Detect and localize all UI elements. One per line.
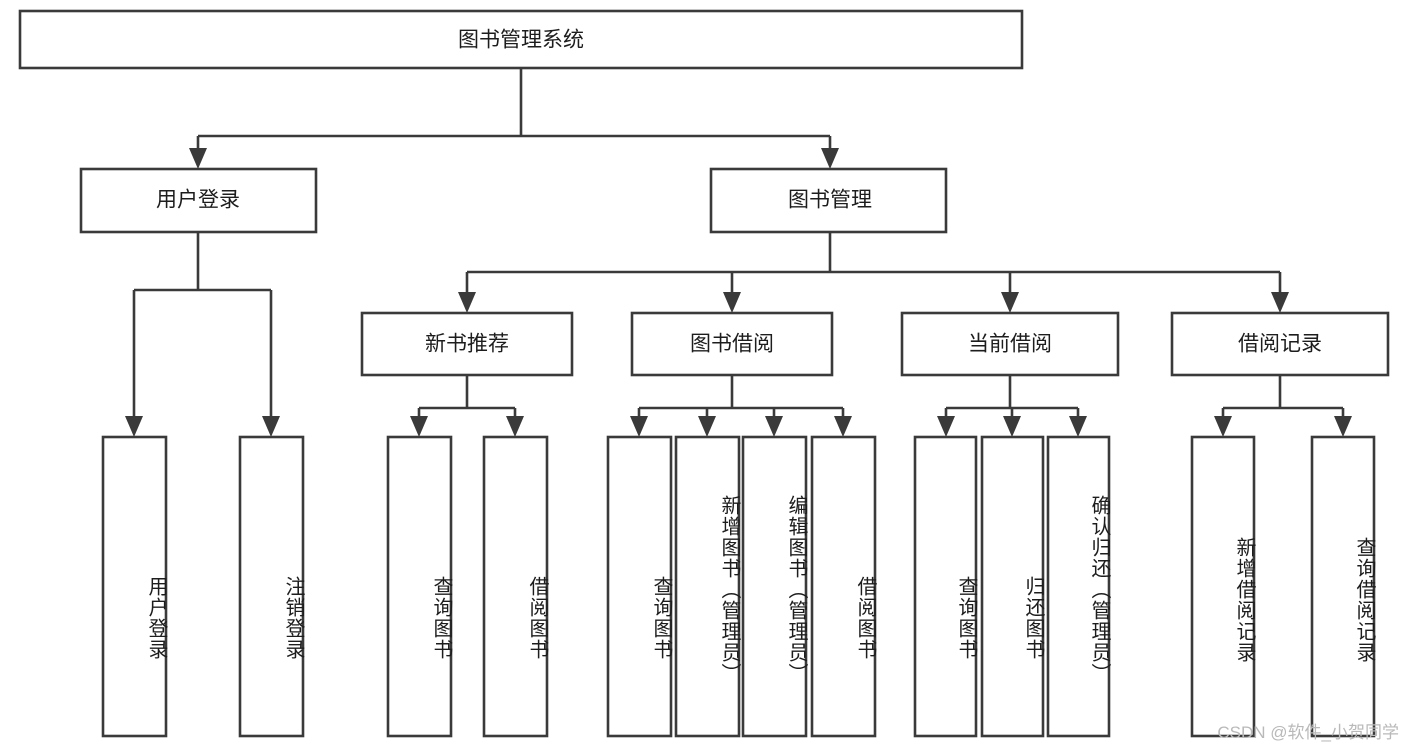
node-root[interactable] bbox=[18, 9, 1024, 70]
node-current-borrow-label: 当前借阅 bbox=[968, 333, 1052, 356]
leaf-book-borrow-2[interactable] bbox=[741, 435, 808, 738]
node-current-borrow[interactable] bbox=[900, 311, 1120, 377]
node-new-book-recommend-label: 新书推荐 bbox=[425, 333, 509, 356]
node-borrow-record-label: 借阅记录 bbox=[1238, 333, 1322, 356]
node-book-borrow[interactable] bbox=[630, 311, 834, 377]
leaf-new-book-0[interactable] bbox=[386, 435, 453, 738]
leaf-borrow-record-0[interactable] bbox=[1190, 435, 1256, 738]
node-book-management-label: 图书管理 bbox=[788, 189, 872, 212]
connector-bookmgmt-to-level3 bbox=[458, 232, 1289, 313]
csdn-watermark: CSDN @软件_小贺同学 bbox=[1217, 723, 1399, 742]
connector-currentborrow-to-leaves bbox=[937, 375, 1087, 437]
node-root-label: 图书管理系统 bbox=[458, 29, 584, 52]
leaf-new-book-1[interactable] bbox=[482, 435, 549, 738]
leaf-user-login-1[interactable] bbox=[238, 435, 305, 738]
connector-borrowrecord-to-leaves bbox=[1214, 375, 1352, 437]
leaf-current-borrow-1[interactable] bbox=[980, 435, 1045, 738]
node-user-login[interactable] bbox=[79, 167, 318, 234]
leaf-book-borrow-1[interactable] bbox=[674, 435, 741, 738]
leaf-borrow-record-1[interactable] bbox=[1310, 435, 1376, 738]
node-borrow-record[interactable] bbox=[1170, 311, 1390, 377]
leaf-user-login-0[interactable] bbox=[101, 435, 168, 738]
leaf-book-borrow-3[interactable] bbox=[810, 435, 877, 738]
leaf-current-borrow-2[interactable] bbox=[1046, 435, 1111, 738]
connector-newbook-to-leaves bbox=[410, 375, 524, 437]
node-user-login-label: 用户登录 bbox=[156, 189, 240, 212]
connector-root-to-level2 bbox=[189, 68, 839, 169]
node-new-book-recommend[interactable] bbox=[360, 311, 574, 377]
connector-bookborrow-to-leaves bbox=[630, 375, 852, 437]
connector-userlogin-to-leaves bbox=[125, 232, 280, 437]
node-book-management[interactable] bbox=[709, 167, 948, 234]
leaf-book-borrow-0[interactable] bbox=[606, 435, 673, 738]
leaf-current-borrow-0[interactable] bbox=[913, 435, 978, 738]
node-book-borrow-label: 图书借阅 bbox=[690, 333, 774, 356]
